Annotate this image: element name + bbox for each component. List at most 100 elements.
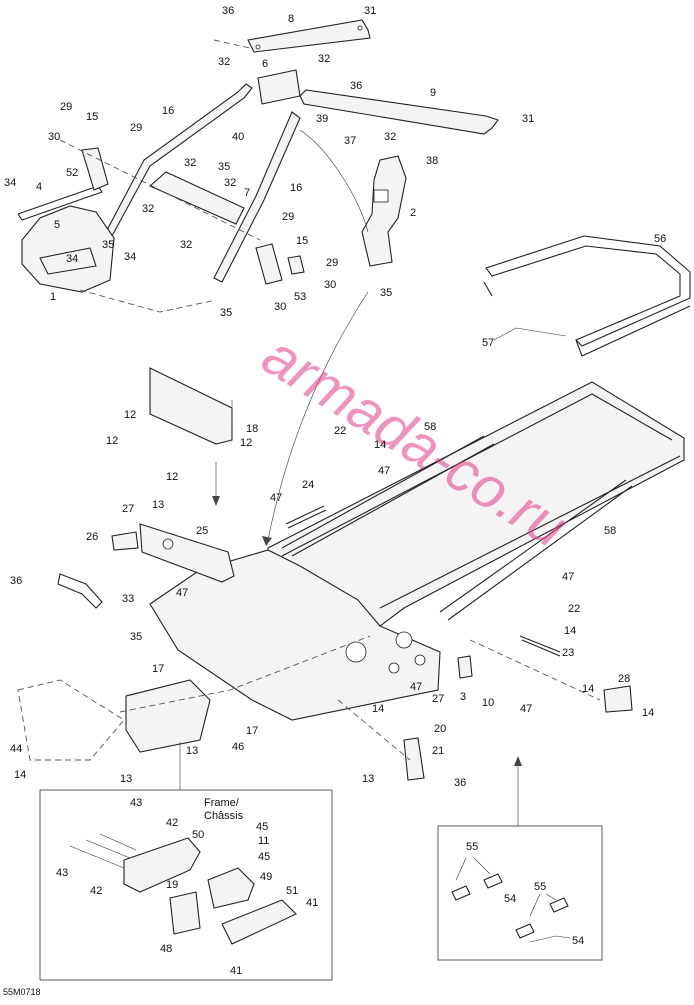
part-6-bracket	[257, 69, 301, 105]
callout-42: 42	[166, 817, 178, 829]
assembly-line	[59, 139, 261, 241]
part-28-bracket	[603, 685, 633, 713]
inset-box-rear	[437, 825, 603, 961]
callout-32: 32	[184, 157, 196, 169]
callout-30: 30	[324, 279, 336, 291]
callout-43: 43	[130, 797, 142, 809]
callout-13: 13	[186, 745, 198, 757]
callout-32: 32	[384, 131, 396, 143]
part-9-long-bar	[299, 89, 499, 135]
callout-36: 36	[222, 5, 234, 17]
callout-21: 21	[432, 745, 444, 757]
callout-16: 16	[162, 105, 174, 117]
part-16-right-arm	[213, 111, 301, 283]
callout-16: 16	[290, 182, 302, 194]
part-42-bracket	[123, 837, 201, 893]
callout-4: 4	[36, 181, 42, 193]
inset-title: Frame/	[204, 797, 240, 809]
callout-36: 36	[454, 777, 466, 789]
callout-14: 14	[582, 683, 594, 695]
callout-22: 22	[334, 425, 346, 437]
callout-56: 56	[654, 233, 666, 245]
inset-box-front	[39, 789, 333, 981]
part-36-arm	[57, 573, 103, 609]
bolt-lines	[69, 833, 137, 869]
callout-50: 50	[192, 829, 204, 841]
part-8-upper-bar	[247, 19, 371, 53]
callout-38: 38	[426, 155, 438, 167]
callout-32: 32	[142, 203, 154, 215]
callout-55: 55	[534, 881, 546, 893]
arrow-head	[212, 496, 220, 506]
callout-58: 58	[604, 525, 616, 537]
callout-14: 14	[374, 439, 386, 451]
front-subframe	[17, 679, 211, 761]
callout-29: 29	[130, 122, 142, 134]
part-49-bracket	[207, 867, 255, 909]
assembly-line	[79, 289, 217, 313]
callout-26: 26	[86, 531, 98, 543]
chassis-front	[149, 549, 441, 721]
callout-57: 57	[482, 337, 494, 349]
callout-53: 53	[294, 291, 306, 303]
callout-32: 32	[218, 56, 230, 68]
callout-28: 28	[618, 673, 630, 685]
callout-24: 24	[302, 479, 314, 491]
callout-11: 11	[258, 835, 269, 847]
arrow-head	[262, 536, 272, 546]
assembly-line	[119, 635, 371, 713]
part-21-bracket	[403, 737, 425, 781]
callout-13: 13	[362, 773, 374, 785]
part-51-bracket	[221, 899, 297, 945]
callout-45: 45	[256, 821, 268, 833]
callout-47: 47	[562, 571, 574, 583]
assembly-line	[469, 639, 601, 701]
callout-46: 46	[232, 741, 244, 753]
callout-12: 12	[124, 409, 136, 421]
part-24-strap	[285, 505, 327, 529]
callout-47: 47	[378, 465, 390, 477]
callout-13: 13	[152, 499, 164, 511]
callout-36: 36	[10, 575, 22, 587]
callout-8: 8	[288, 13, 294, 25]
callout-32: 32	[180, 239, 192, 251]
callout-7: 7	[244, 187, 250, 199]
callout-29: 29	[326, 257, 338, 269]
callout-14: 14	[372, 703, 384, 715]
callout-34: 34	[124, 251, 136, 263]
callout-54: 54	[504, 893, 516, 905]
callout-22: 22	[568, 603, 580, 615]
callout-34: 34	[66, 253, 78, 265]
callout-12: 12	[106, 435, 118, 447]
callout-37: 37	[344, 135, 356, 147]
callout-30: 30	[48, 131, 60, 143]
callout-9: 9	[430, 87, 436, 99]
callout-36: 36	[350, 80, 362, 92]
callout-17: 17	[152, 663, 164, 675]
callout-41: 41	[306, 897, 318, 909]
callout-3: 3	[460, 691, 466, 703]
callout-45: 45	[258, 851, 270, 863]
callout-33: 33	[122, 593, 134, 605]
part-48-plate	[169, 891, 201, 935]
leader-lines	[231, 327, 571, 943]
callout-54: 54	[572, 935, 584, 947]
callout-48: 48	[160, 943, 172, 955]
callout-47: 47	[176, 587, 188, 599]
callout-25: 25	[196, 525, 208, 537]
callout-32: 32	[318, 53, 330, 65]
part-4-bar	[17, 185, 103, 221]
callout-35: 35	[102, 239, 114, 251]
callout-35: 35	[218, 161, 230, 173]
tunnel-frame	[267, 381, 685, 641]
callout-41: 41	[230, 965, 242, 977]
callout-1: 1	[50, 291, 56, 303]
part-7-cross-brace	[148, 171, 245, 225]
callout-13: 13	[120, 773, 132, 785]
callout-52: 52	[66, 167, 78, 179]
callout-29: 29	[60, 101, 72, 113]
callout-42: 42	[90, 885, 102, 897]
callout-15: 15	[296, 235, 308, 247]
callout-10: 10	[482, 697, 494, 709]
callout-20: 20	[434, 723, 446, 735]
